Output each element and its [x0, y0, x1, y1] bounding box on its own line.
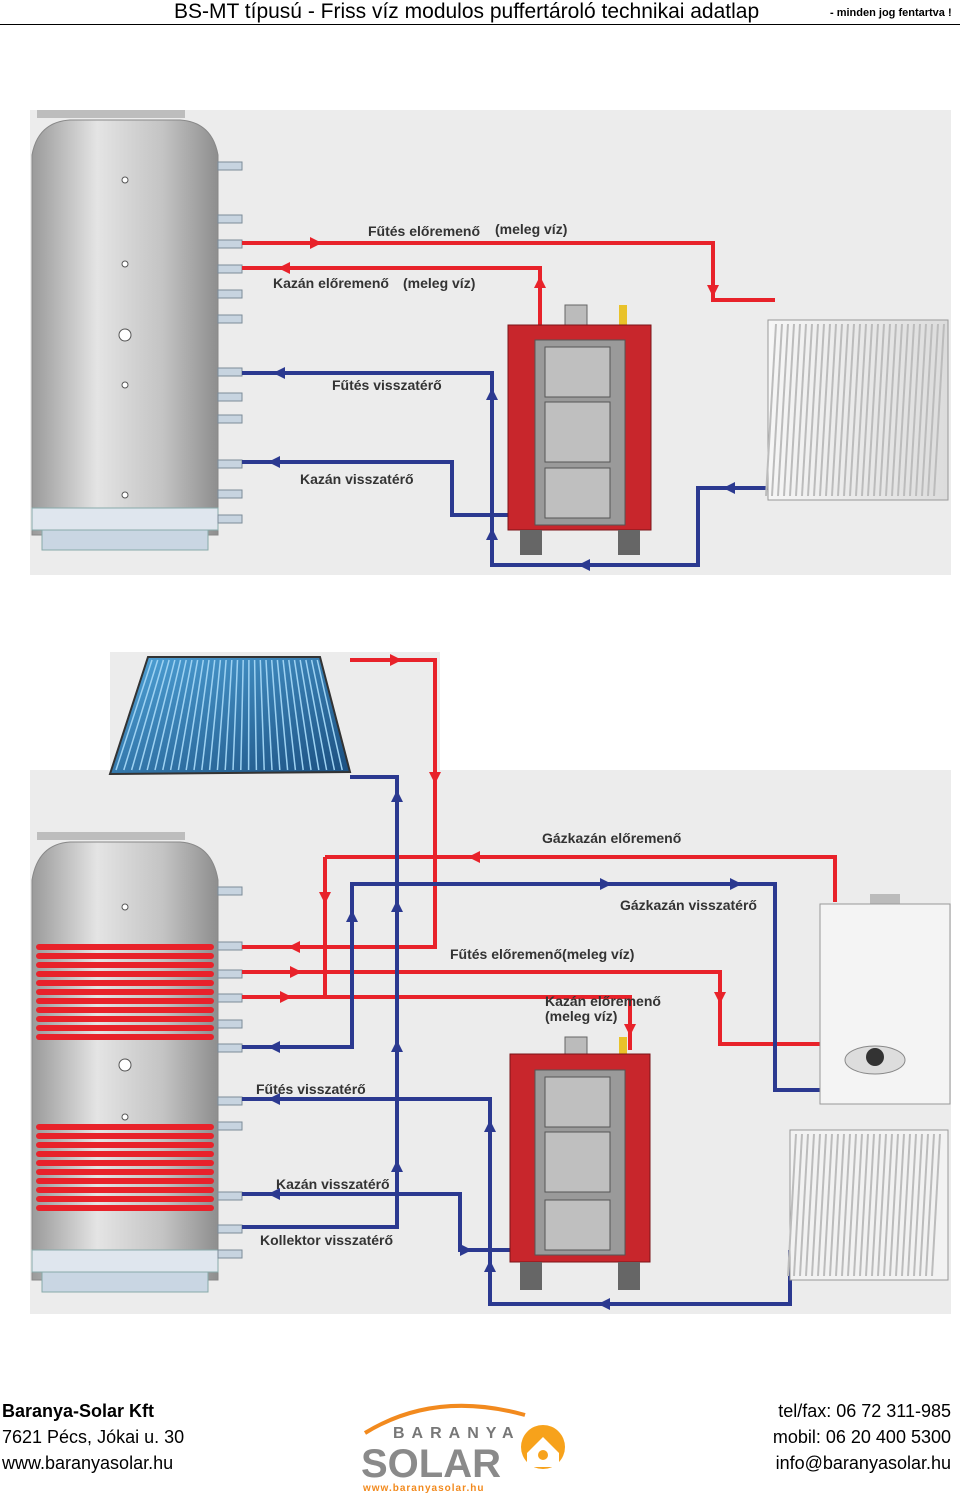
buffer-tank — [32, 110, 218, 550]
diagram-wood-boiler: Fűtés előremenő (meleg víz) Kazán előrem… — [30, 110, 951, 575]
radiator-2 — [788, 1130, 948, 1280]
label-futes-visszatero: Fűtés visszatérő — [332, 377, 442, 393]
company-address: 7621 Pécs, Jókai u. 30 — [2, 1427, 184, 1448]
email[interactable]: info@baranyasolar.hu — [776, 1453, 951, 1474]
logo-main-text: SOLAR — [361, 1442, 501, 1486]
sun-house-icon — [521, 1425, 565, 1469]
label-futes-eloremeno: Fűtés előremenő — [368, 223, 480, 239]
page-header: BS-MT típusú - Friss víz modulos puffert… — [0, 0, 960, 25]
company-website[interactable]: www.baranyasolar.hu — [2, 1453, 173, 1474]
logo-url-text: www.baranyasolar.hu — [362, 1483, 484, 1494]
copyright-note: - minden jog fentartva ! — [830, 7, 952, 19]
buffer-tank-2 — [32, 832, 218, 1292]
label-meleg-viz-1: (meleg víz) — [495, 221, 567, 237]
label-kazan-visszatero-2: Kazán visszatérő — [276, 1176, 390, 1192]
label-kazan-eloremeno: Kazán előremenő — [273, 275, 389, 291]
gas-boiler — [820, 894, 950, 1104]
radiator — [766, 320, 948, 500]
label-gazkazan-eloremeno: Gázkazán előremenő — [542, 830, 681, 846]
label-futes-visszatero-2: Fűtés visszatérő — [256, 1081, 366, 1097]
company-logo: BARANYA SOLAR www.baranyasolar.hu — [355, 1395, 595, 1495]
cold-arrows — [268, 367, 735, 571]
phone-fax: tel/fax: 06 72 311-985 — [778, 1401, 951, 1422]
logo-top-text: BARANYA — [393, 1425, 521, 1442]
solar-collector — [110, 657, 350, 774]
company-name: Baranya-Solar Kft — [2, 1401, 154, 1422]
page-title: BS-MT típusú - Friss víz modulos puffert… — [174, 0, 759, 24]
wood-boiler — [508, 305, 651, 555]
label-kazan-visszatero: Kazán visszatérő — [300, 471, 414, 487]
label-kazan-eloremeno-2: Kazán előremenő — [545, 993, 661, 1009]
label-meleg-viz-3: (meleg víz) — [545, 1008, 617, 1024]
diagram-1-svg: Fűtés előremenő (meleg víz) Kazán előrem… — [30, 110, 951, 575]
label-meleg-viz-2: (meleg víz) — [403, 275, 475, 291]
tank-connections — [218, 162, 242, 523]
diagram-solar-gas-wood: Gázkazán előremenő Gázkazán visszatérő F… — [30, 652, 951, 1314]
label-kollektor-visszatero: Kollektor visszatérő — [260, 1232, 393, 1248]
mobile: mobil: 06 20 400 5300 — [773, 1427, 951, 1448]
label-gazkazan-visszatero: Gázkazán visszatérő — [620, 897, 757, 913]
diagram-2-svg: Gázkazán előremenő Gázkazán visszatérő F… — [30, 652, 951, 1314]
wood-boiler-2 — [510, 1037, 650, 1290]
label-futes-eloremeno-2: Fűtés előremenő(meleg víz) — [450, 946, 634, 962]
